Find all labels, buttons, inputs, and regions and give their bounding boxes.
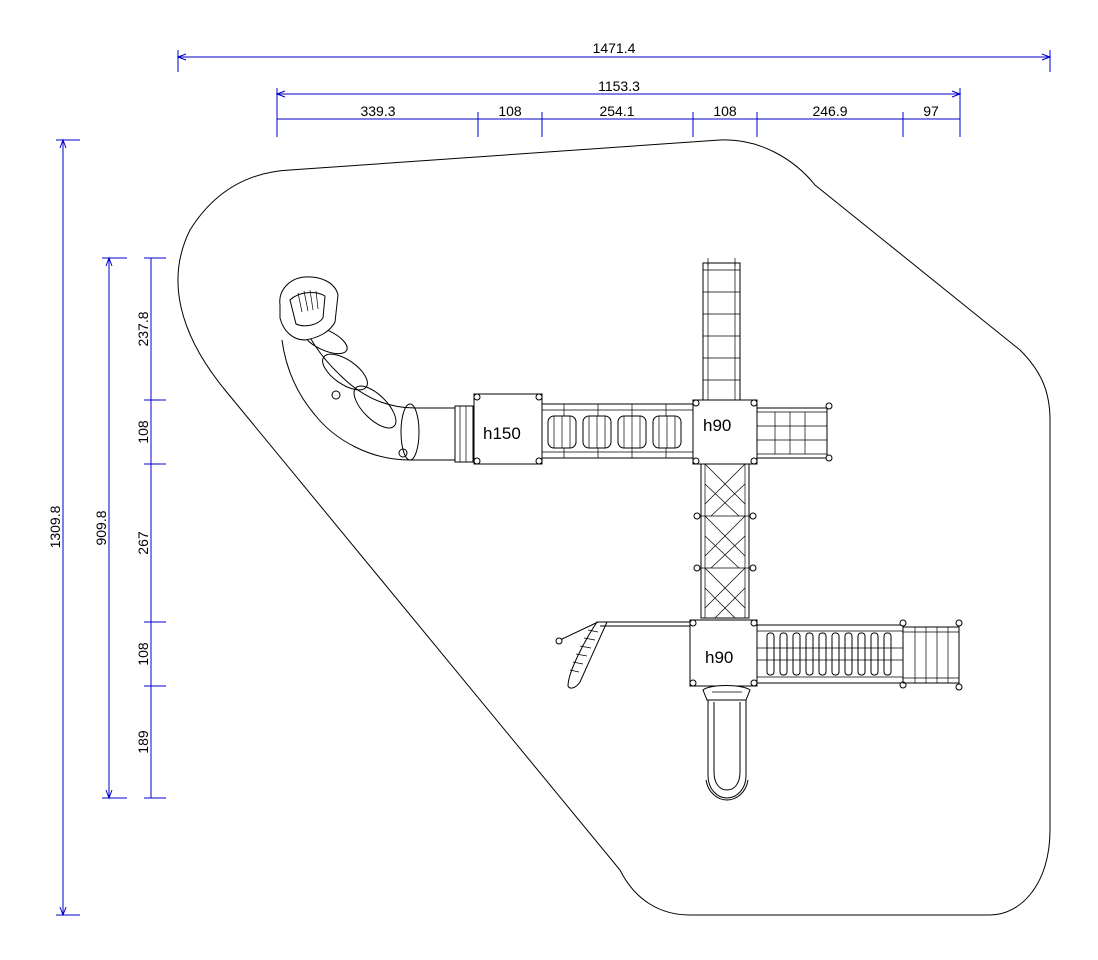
overall-height-dimension: 1309.8 xyxy=(47,138,80,917)
segment-height-1: 237.8 xyxy=(135,311,151,346)
structure-height-dimension: 909.8 xyxy=(93,256,127,800)
segment-width-1: 339.3 xyxy=(360,103,395,119)
structure-width-label: 1153.3 xyxy=(598,78,640,94)
segment-width-3: 254.1 xyxy=(599,103,634,119)
segment-width-2: 108 xyxy=(498,103,522,119)
segment-width-dimensions: 339.3 108 254.1 108 246.9 97 xyxy=(277,103,960,137)
lower-ladder-bridge xyxy=(756,619,907,689)
tire-bridge xyxy=(541,403,694,459)
lower-stairs xyxy=(902,619,963,691)
platform-lower-h90-label: h90 xyxy=(705,648,733,667)
segment-height-2: 108 xyxy=(135,420,151,444)
straight-slide xyxy=(702,685,751,801)
vertical-net-bridge xyxy=(693,463,757,619)
overall-height-label: 1309.8 xyxy=(47,505,63,548)
platform-lower-h90: h90 xyxy=(689,619,758,687)
platform-upper-h90-label: h90 xyxy=(703,416,731,435)
safety-zone-outline xyxy=(177,139,1051,916)
platform-h150-label: h150 xyxy=(483,424,521,443)
upper-ladder xyxy=(702,258,741,401)
structure-height-label: 909.8 xyxy=(93,510,109,545)
overall-width-label: 1471.4 xyxy=(593,40,636,56)
overall-width-dimension: 1471.4 xyxy=(176,40,1052,72)
segment-height-dimensions: 237.8 108 267 108 189 xyxy=(135,257,166,799)
tube-slide xyxy=(279,276,474,463)
segment-width-5: 246.9 xyxy=(812,103,847,119)
segment-height-3: 267 xyxy=(135,531,151,555)
platform-h150: h150 xyxy=(473,393,543,465)
upper-climbing-net xyxy=(756,402,833,462)
segment-width-6: 97 xyxy=(923,103,939,119)
platform-upper-h90: h90 xyxy=(692,399,758,465)
rope-climber xyxy=(555,621,690,689)
segment-height-5: 189 xyxy=(135,730,151,754)
segment-height-4: 108 xyxy=(135,642,151,666)
structure-width-dimension: 1153.3 xyxy=(275,78,962,137)
segment-width-4: 108 xyxy=(713,103,737,119)
